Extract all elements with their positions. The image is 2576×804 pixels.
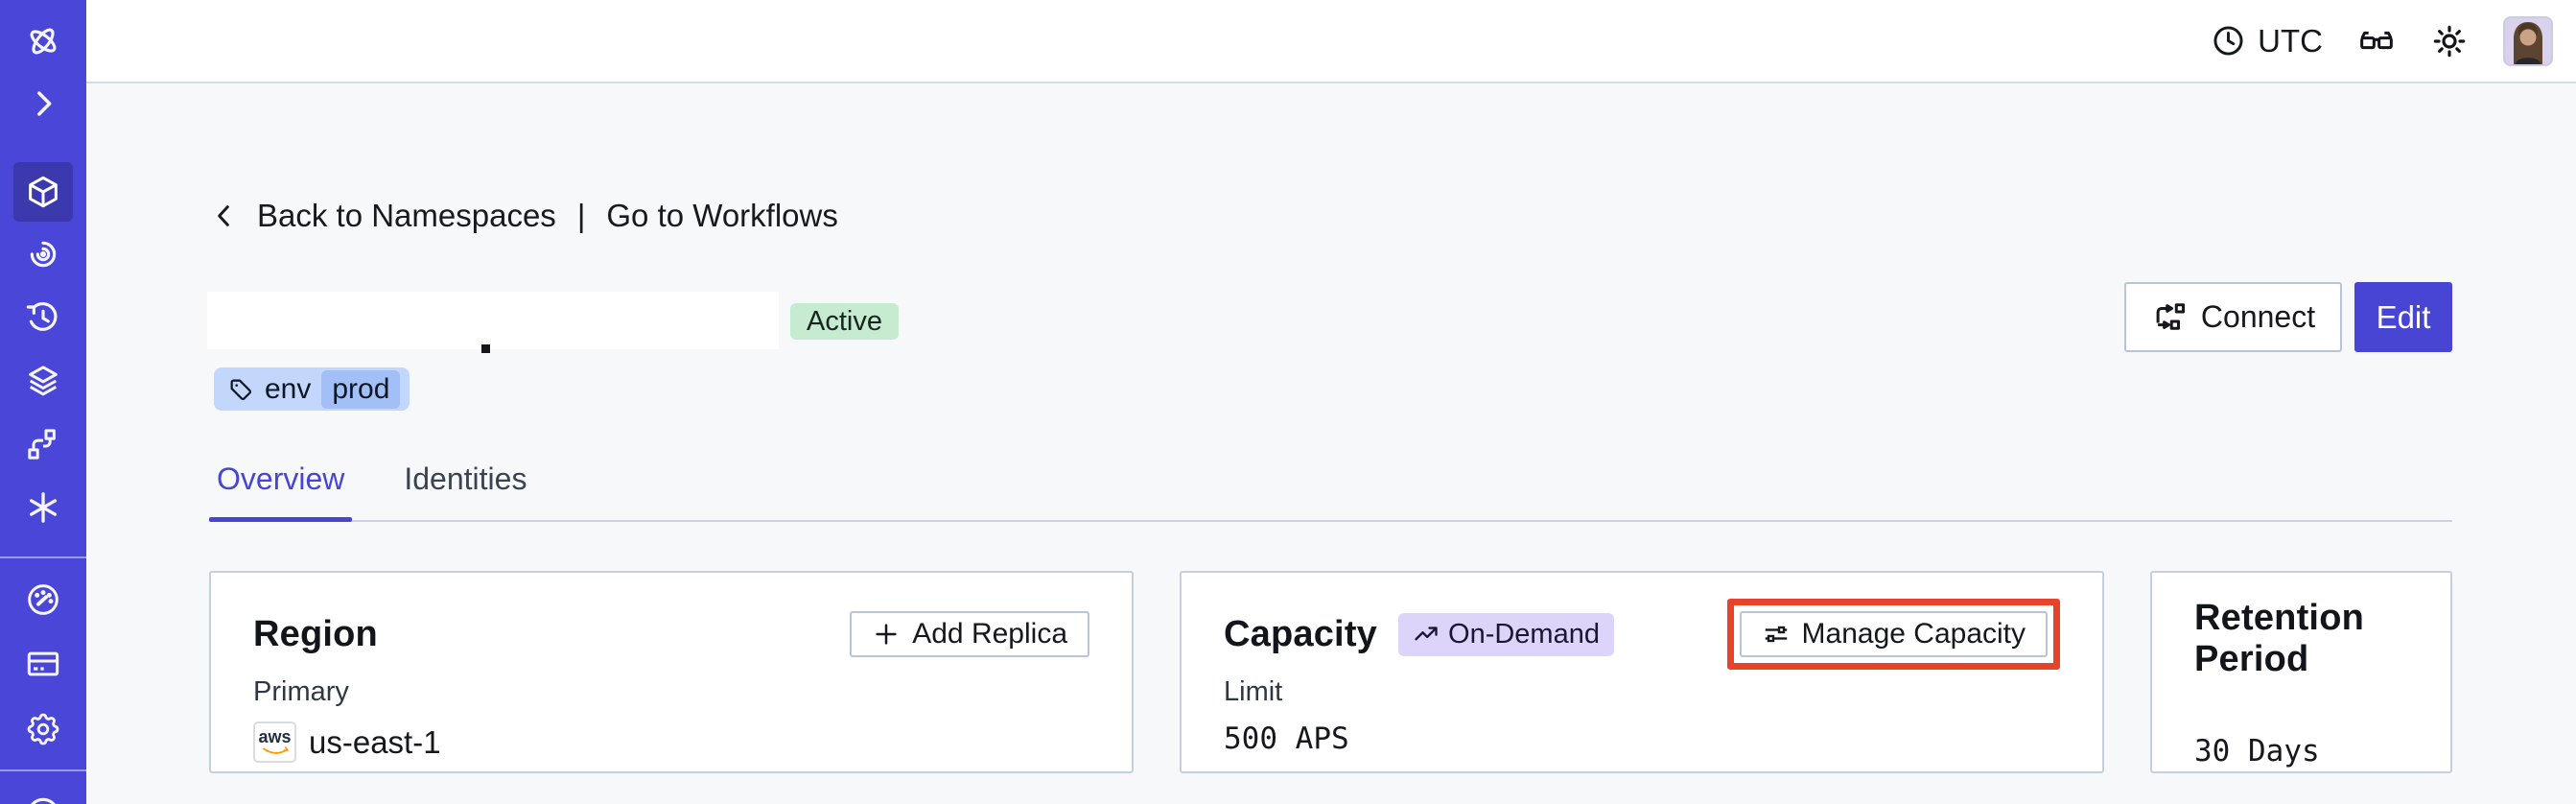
tag-value: prod xyxy=(321,369,401,409)
overview-cards: Region Add Replica Primary aws xyxy=(209,571,2452,773)
sidebar-item-settings[interactable] xyxy=(20,706,66,752)
temporal-logo-icon[interactable] xyxy=(20,18,66,64)
capacity-card-title: Capacity xyxy=(1224,613,1378,654)
header-controls: UTC xyxy=(2211,0,2553,82)
tag-key: env xyxy=(265,372,312,405)
region-value: us-east-1 xyxy=(309,723,441,760)
avatar-image xyxy=(2505,17,2551,64)
sidebar-item-schedules[interactable] xyxy=(20,295,66,341)
connect-button[interactable]: Connect xyxy=(2124,282,2342,352)
on-demand-label: On-Demand xyxy=(1448,618,1600,650)
sidebar-item-workflows[interactable] xyxy=(20,231,66,277)
connect-flow-icon xyxy=(2156,302,2185,330)
billing-card-icon xyxy=(27,651,59,676)
timezone-selector[interactable]: UTC xyxy=(2211,23,2323,59)
edit-button[interactable]: Edit xyxy=(2354,282,2452,352)
trending-up-icon xyxy=(1415,627,1438,641)
plus-icon xyxy=(876,624,897,645)
tag-icon xyxy=(230,379,251,400)
chevron-left-icon[interactable] xyxy=(209,201,240,231)
tab-bar: Overview Identities xyxy=(209,460,2452,522)
tab-identities[interactable]: Identities xyxy=(404,461,527,496)
capacity-value: 500 APS xyxy=(1224,721,1349,756)
sidebar-item-nexus[interactable] xyxy=(20,421,66,467)
usage-gauge-icon xyxy=(28,584,59,615)
top-header: UTC xyxy=(86,0,2576,83)
go-to-workflows-link[interactable]: Go to Workflows xyxy=(606,198,838,233)
region-card: Region Add Replica Primary aws xyxy=(209,571,1134,773)
sidebar-divider xyxy=(0,769,86,771)
retention-value: 30 Days xyxy=(2194,734,2320,769)
labs-toggle[interactable] xyxy=(2357,22,2396,60)
breadcrumb-separator: | xyxy=(576,198,586,233)
aws-smile-icon xyxy=(262,746,289,754)
manage-capacity-label: Manage Capacity xyxy=(1801,618,2026,650)
retention-card: Retention Period 30 Days xyxy=(2150,571,2452,773)
namespace-tag: env prod xyxy=(214,367,410,411)
avatar[interactable] xyxy=(2503,15,2553,66)
bottom-partial-circle-icon[interactable] xyxy=(20,788,66,804)
glasses-icon xyxy=(2360,31,2393,49)
nexus-branch-icon xyxy=(28,429,56,460)
deployments-layers-icon xyxy=(29,366,58,396)
region-primary-label: Primary xyxy=(253,676,349,707)
back-to-namespaces-link[interactable]: Back to Namespaces xyxy=(257,198,556,233)
expand-chevron-icon[interactable] xyxy=(20,81,66,127)
sidebar xyxy=(0,0,86,804)
region-card-title: Region xyxy=(253,613,378,654)
capacity-card: Capacity On-Demand xyxy=(1180,571,2104,773)
timezone-label: UTC xyxy=(2258,22,2323,59)
batch-asterisk-icon xyxy=(29,492,57,523)
main-content: Back to Namespaces | Go to Workflows Act… xyxy=(86,83,2576,804)
sidebar-item-deployments[interactable] xyxy=(20,358,66,404)
retention-card-title: Retention Period xyxy=(2194,598,2365,679)
redaction-artifact xyxy=(481,344,490,353)
sidebar-item-namespaces[interactable] xyxy=(13,162,73,222)
status-badge: Active xyxy=(790,303,899,340)
workflows-spiral-icon xyxy=(30,241,57,268)
sun-icon xyxy=(2433,25,2466,57)
theme-toggle[interactable] xyxy=(2430,22,2469,60)
manage-capacity-button[interactable]: Manage Capacity xyxy=(1739,611,2048,657)
namespace-title-redacted xyxy=(207,292,779,349)
sidebar-item-billing[interactable] xyxy=(20,641,66,687)
on-demand-badge: On-Demand xyxy=(1398,612,1614,656)
aws-logo: aws xyxy=(253,721,296,763)
tab-overview[interactable]: Overview xyxy=(209,460,353,522)
sidebar-item-batch[interactable] xyxy=(20,485,66,531)
add-replica-label: Add Replica xyxy=(912,618,1067,650)
sliders-icon xyxy=(1765,626,1787,643)
connect-button-label: Connect xyxy=(2200,299,2316,334)
namespaces-cube-icon xyxy=(29,176,58,208)
sidebar-item-usage[interactable] xyxy=(20,577,66,623)
settings-gear-icon xyxy=(27,713,59,745)
action-highlight-box: Manage Capacity xyxy=(1726,599,2060,670)
clock-icon xyxy=(2213,26,2243,56)
sidebar-divider xyxy=(0,556,86,558)
breadcrumb: Back to Namespaces | Go to Workflows xyxy=(209,196,838,236)
schedules-clock-icon xyxy=(26,302,58,331)
add-replica-button[interactable]: Add Replica xyxy=(850,611,1089,657)
capacity-limit-label: Limit xyxy=(1224,676,1283,707)
